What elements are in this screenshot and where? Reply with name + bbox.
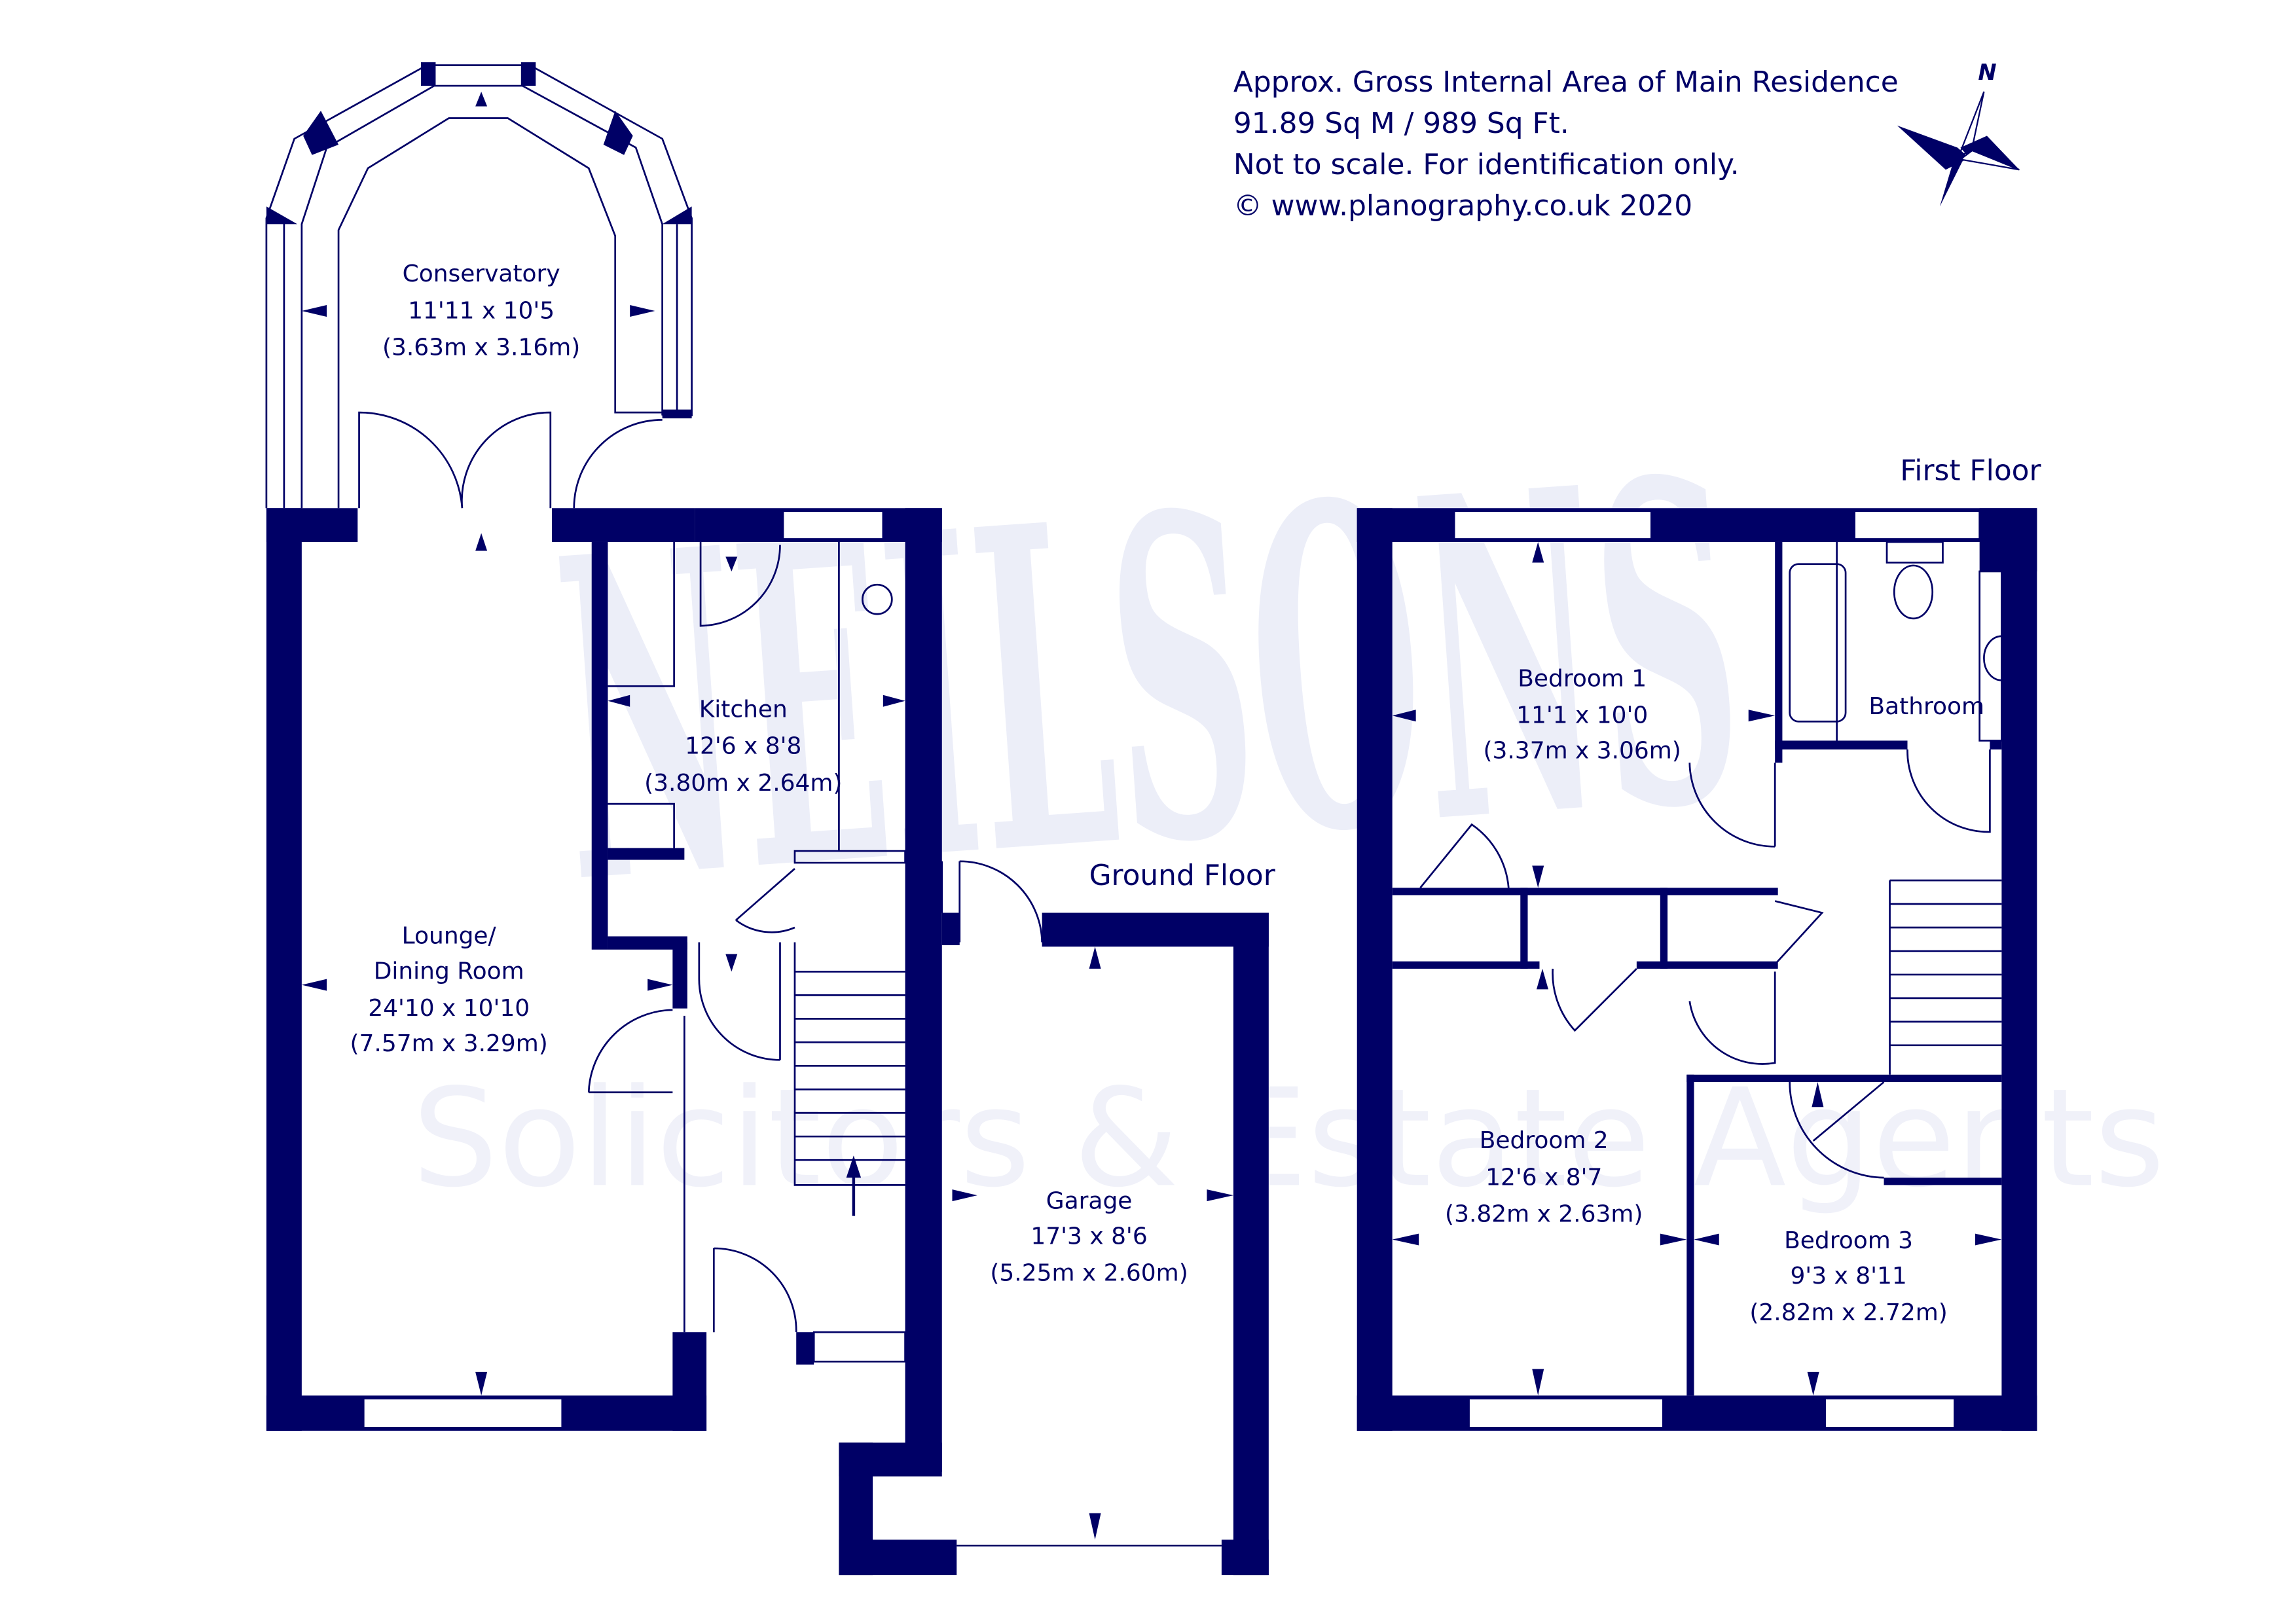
- kitchen-name: Kitchen: [699, 696, 788, 723]
- garage-name: Garage: [1046, 1187, 1133, 1214]
- watermark-brand: NEILSONS: [544, 383, 1755, 983]
- conservatory-name: Conservatory: [403, 261, 560, 287]
- bedroom2-metric: (3.82m x 2.63m): [1445, 1201, 1643, 1228]
- watermark: NEILSONS Solicitors & Estate Agents: [412, 383, 2164, 1217]
- lounge-imperial: 24'10 x 10'10: [368, 995, 530, 1022]
- info-line-3: Not to scale. For identification only.: [1233, 148, 1740, 181]
- ground-floor-label: Ground Floor: [1089, 859, 1276, 892]
- lounge-name-2: Dining Room: [374, 958, 524, 985]
- garage-metric: (5.25m x 2.60m): [990, 1260, 1188, 1287]
- lounge-name-1: Lounge/: [402, 923, 497, 950]
- info-line-1: Approx. Gross Internal Area of Main Resi…: [1233, 65, 1899, 99]
- area-info: Approx. Gross Internal Area of Main Resi…: [1233, 65, 1899, 223]
- kitchen-metric: (3.80m x 2.64m): [644, 770, 842, 797]
- bedroom3-imperial: 9'3 x 8'11: [1790, 1263, 1906, 1290]
- conservatory-metric: (3.63m x 3.16m): [382, 334, 580, 361]
- bedroom3-name: Bedroom 3: [1784, 1227, 1913, 1254]
- first-floor-label: First Floor: [1900, 454, 2041, 488]
- lounge-metric: (7.57m x 3.29m): [350, 1030, 547, 1057]
- bathroom-name: Bathroom: [1868, 693, 1984, 720]
- bedroom3-metric: (2.82m x 2.72m): [1749, 1299, 1947, 1326]
- compass-icon: N: [1897, 60, 2020, 207]
- watermark-tagline: Solicitors & Estate Agents: [412, 1059, 2164, 1217]
- ground-floor: Conservatory 11'11 x 10'5 (3.63m x 3.16m…: [265, 62, 1276, 1576]
- bedroom1-name: Bedroom 1: [1518, 665, 1647, 692]
- compass-north-label: N: [1978, 60, 1996, 85]
- conservatory-imperial: 11'11 x 10'5: [408, 297, 555, 324]
- bedroom1-metric: (3.37m x 3.06m): [1484, 737, 1681, 764]
- garage-imperial: 17'3 x 8'6: [1030, 1223, 1147, 1250]
- info-line-4: © www.planography.co.uk 2020: [1233, 189, 1692, 223]
- first-floor: Bedroom 1 11'1 x 10'0 (3.37m x 3.06m) Ba…: [1357, 454, 2041, 1431]
- kitchen-imperial: 12'6 x 8'8: [685, 733, 801, 760]
- bedroom1-imperial: 11'1 x 10'0: [1516, 702, 1648, 729]
- bedroom2-imperial: 12'6 x 8'7: [1485, 1164, 1602, 1191]
- bedroom2-name: Bedroom 2: [1480, 1127, 1609, 1154]
- info-line-2: 91.89 Sq M / 989 Sq Ft.: [1233, 107, 1569, 140]
